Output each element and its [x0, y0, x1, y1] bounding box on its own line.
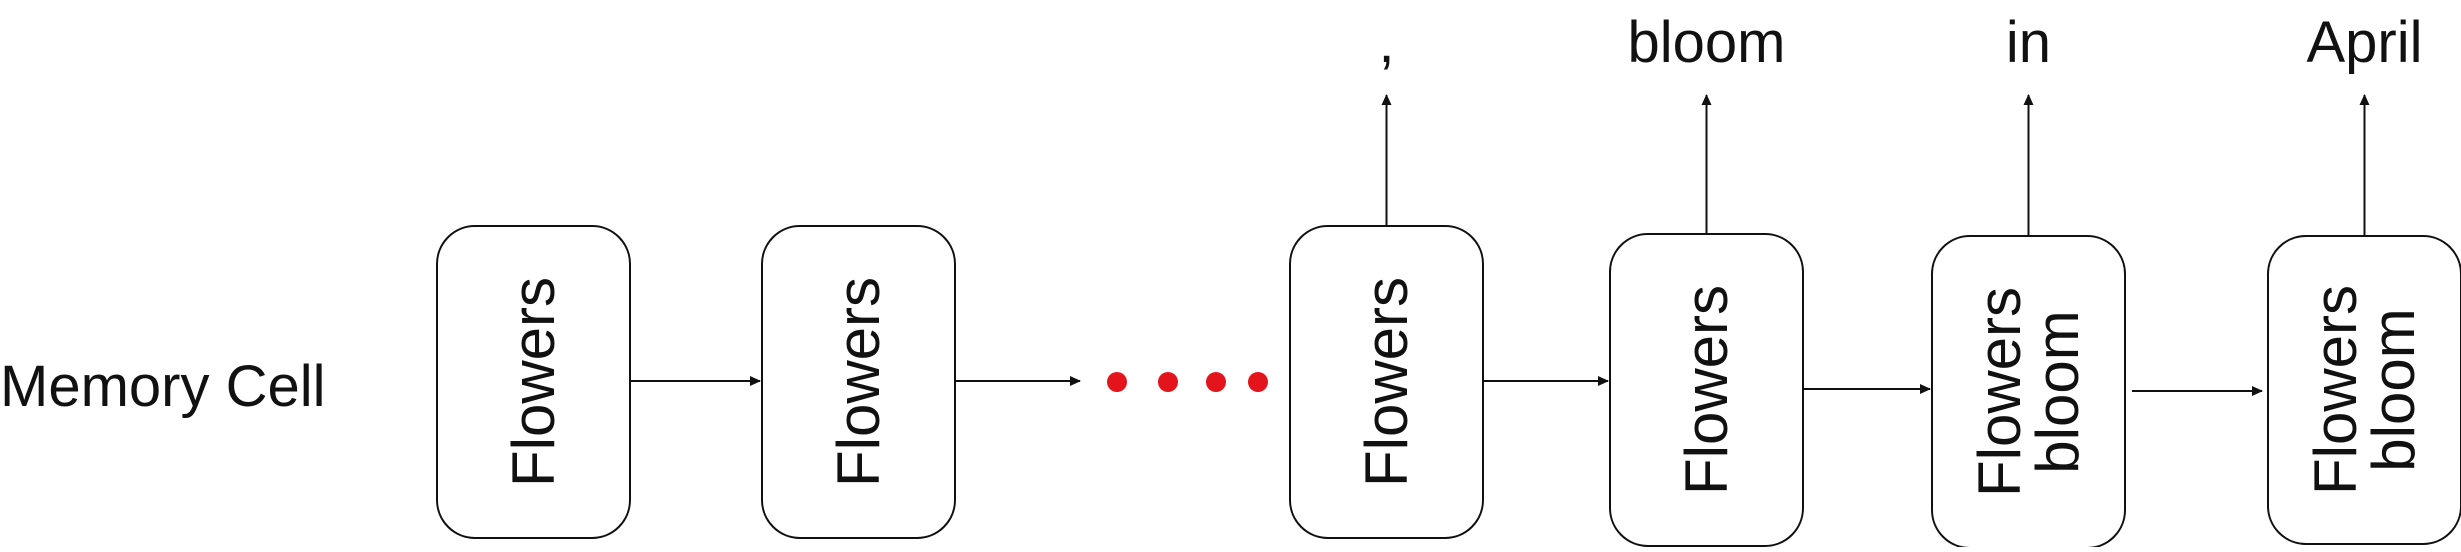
cell-text: Flowers	[1353, 277, 1420, 487]
cell-box	[761, 225, 956, 539]
cell-box	[436, 225, 631, 539]
output-word: April	[2306, 10, 2422, 75]
memory-cell-3: Flowers,	[1289, 10, 1484, 539]
cell-text: Flowers	[2302, 285, 2369, 495]
memory-cell-1: Flowers	[436, 225, 631, 539]
memory-cell-2: Flowers	[761, 225, 956, 539]
cell-text: Flowers	[1673, 285, 1740, 495]
ellipsis-dot	[1248, 372, 1268, 392]
output-word: in	[2006, 10, 2051, 75]
memory-cell-4: Flowers bloom	[1609, 10, 1804, 547]
ellipsis-dot	[1206, 372, 1226, 392]
cell-text: Flowers	[500, 277, 567, 487]
output-word: ,	[1378, 10, 1394, 75]
row-label: Memory Cell	[0, 354, 326, 419]
cell-text: bloom	[2024, 310, 2091, 473]
output-word: bloom	[1628, 10, 1786, 75]
cell-text: bloom	[2360, 308, 2427, 471]
cell-text: Flowers	[825, 277, 892, 487]
ellipsis-dot	[1107, 372, 1127, 392]
ellipsis-dot	[1158, 372, 1178, 392]
cell-text: Flowers	[1966, 287, 2033, 497]
